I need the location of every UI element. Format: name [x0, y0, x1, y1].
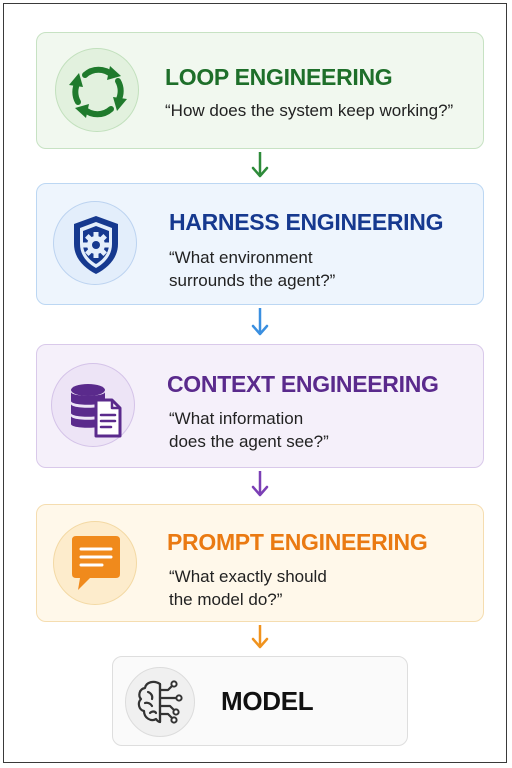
prompt-question-line-1: “What exactly should [169, 567, 327, 586]
model-card: MODEL [112, 656, 408, 746]
harness-question-line-1: “What environment [169, 248, 313, 267]
refresh-cycle-icon [69, 66, 127, 118]
flow-arrow-loop-to-harness [250, 150, 270, 182]
model-title: MODEL [221, 686, 314, 716]
flow-arrow-prompt-to-model [250, 623, 270, 653]
context-question-line-2: does the agent see?” [169, 432, 329, 451]
flow-arrow-context-to-prompt [250, 469, 270, 501]
database-document-icon [71, 384, 122, 438]
prompt-engineering-card: PROMPT ENGINEERING “What exactly should … [36, 504, 484, 622]
loop-question-line: “How does the system keep working?” [165, 101, 454, 120]
harness-question: “What environment surrounds the agent?” [169, 246, 335, 292]
flow-arrow-harness-to-context [250, 306, 270, 340]
harness-icon-badge [53, 201, 137, 285]
loop-title: LOOP ENGINEERING [165, 64, 393, 90]
prompt-question-line-2: the model do?” [169, 590, 283, 609]
context-icon-badge [51, 363, 135, 447]
diagram-frame: LOOP ENGINEERING “How does the system ke… [3, 3, 507, 763]
harness-question-line-2: surrounds the agent?” [169, 271, 336, 290]
prompt-question: “What exactly should the model do?” [169, 565, 327, 611]
harness-title: HARNESS ENGINEERING [169, 209, 444, 235]
chat-bubble-icon [72, 536, 120, 590]
model-icon-badge [125, 667, 195, 737]
context-title: CONTEXT ENGINEERING [167, 371, 439, 397]
shield-gear-icon [74, 216, 118, 274]
loop-engineering-card: LOOP ENGINEERING “How does the system ke… [36, 32, 484, 149]
context-question: “What information does the agent see?” [169, 407, 329, 453]
brain-circuit-icon [137, 680, 183, 724]
prompt-icon-badge [53, 521, 137, 605]
context-question-line-1: “What information [169, 409, 304, 428]
harness-engineering-card: HARNESS ENGINEERING “What environment su… [36, 183, 484, 305]
loop-question: “How does the system keep working?” [165, 99, 453, 122]
context-engineering-card: CONTEXT ENGINEERING “What information do… [36, 344, 484, 468]
loop-icon-badge [55, 48, 139, 132]
prompt-title: PROMPT ENGINEERING [167, 529, 428, 555]
